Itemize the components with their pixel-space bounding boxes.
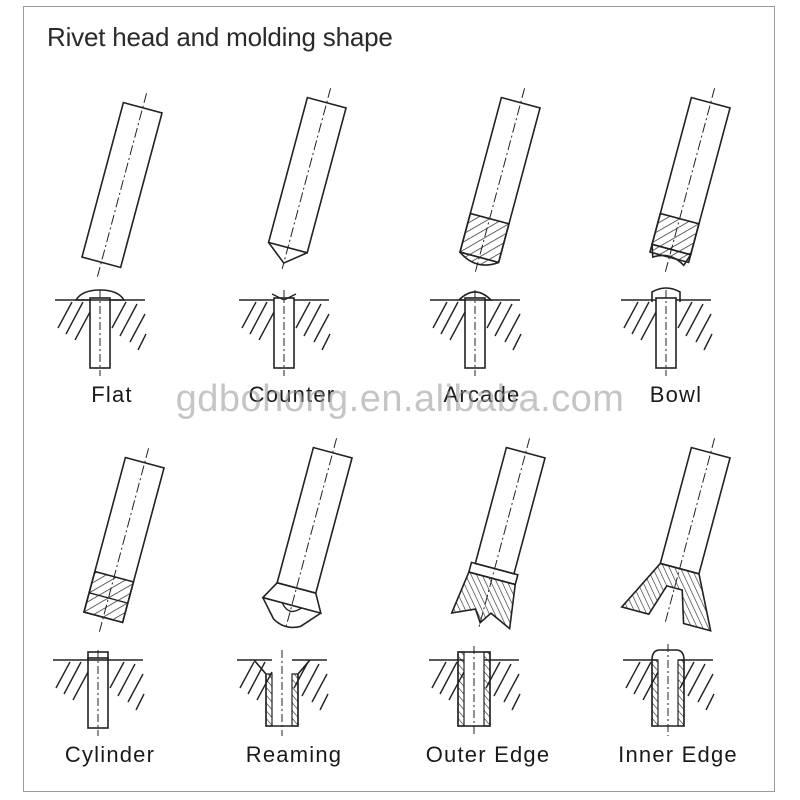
label-reaming: Reaming bbox=[245, 742, 343, 767]
workpiece-inner-edge bbox=[622, 644, 715, 736]
workpiece-counter bbox=[238, 289, 331, 377]
workpiece-outer-edge bbox=[428, 646, 521, 736]
tool-counter bbox=[267, 88, 348, 269]
diagram-title: Rivet head and molding shape bbox=[47, 22, 393, 52]
tool-bowl bbox=[648, 88, 732, 272]
tool-inner-edge bbox=[620, 438, 732, 632]
workpiece-bowl bbox=[620, 287, 713, 377]
workpiece-cylinder bbox=[52, 649, 145, 737]
label-outer-edge: Outer Edge bbox=[425, 742, 551, 767]
label-counter: Counter bbox=[248, 382, 336, 407]
tool-reaming bbox=[261, 438, 354, 629]
watermark-text: gdbohong.en.alibaba.com bbox=[175, 378, 625, 420]
tool-arcade bbox=[458, 88, 542, 272]
label-cylinder: Cylinder bbox=[64, 742, 156, 767]
workpiece-reaming bbox=[236, 650, 329, 736]
tool-cylinder bbox=[82, 448, 166, 632]
workpiece-flat bbox=[54, 289, 147, 377]
tool-outer-edge bbox=[450, 438, 547, 631]
label-arcade: Arcade bbox=[443, 382, 521, 407]
label-inner-edge: Inner Edge bbox=[618, 742, 738, 767]
tool-flat bbox=[80, 93, 164, 277]
workpiece-arcade bbox=[429, 289, 522, 377]
diagram-frame bbox=[23, 6, 775, 792]
label-bowl: Bowl bbox=[649, 382, 703, 407]
label-flat: Flat bbox=[91, 382, 133, 407]
